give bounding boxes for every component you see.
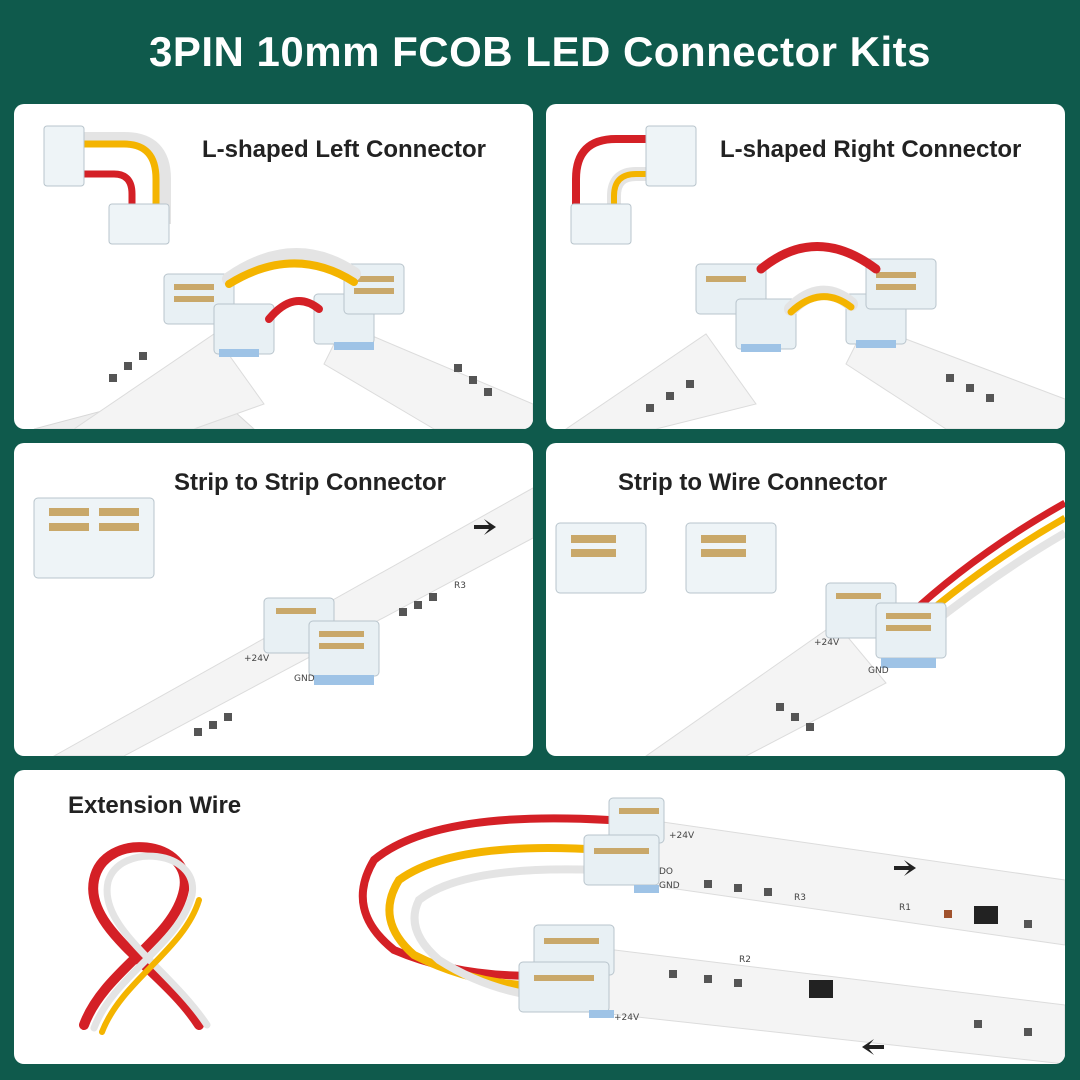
panel-strip-to-strip: +24V GND R3 Strip to Strip Connector — [14, 443, 533, 756]
strip-to-strip-illustration: +24V GND R3 — [33, 487, 533, 756]
strip-text-gnd: GND — [294, 674, 315, 684]
panel-l-shaped-left: L-shaped Left Connector — [14, 104, 533, 429]
panel-label: L-shaped Left Connector — [202, 136, 487, 163]
strip-text-do: DO — [659, 867, 673, 877]
panel-label: Strip to Wire Connector — [618, 469, 888, 496]
panel-label: Strip to Strip Connector — [174, 469, 446, 496]
strip-text-24v-bottom: +24V — [614, 1013, 640, 1023]
strip-text-r2: R2 — [739, 955, 751, 965]
l-right-illustration — [565, 125, 1065, 429]
strip-to-wire-illustration: +24V GND — [555, 499, 1065, 756]
panel-label: L-shaped Right Connector — [720, 136, 1022, 163]
strip-text-gnd: GND — [659, 881, 680, 891]
extension-wire-illustration: +24V GND DO R3 R1 R2 +24V — [79, 797, 1065, 1064]
panel-label: Extension Wire — [68, 792, 242, 819]
strip-text-24v: +24V — [814, 638, 840, 648]
l-left-illustration — [33, 125, 533, 429]
strip-text-r3: R3 — [794, 893, 806, 903]
panel-l-shaped-right: L-shaped Right Connector — [546, 104, 1065, 429]
strip-text-gnd: GND — [868, 666, 889, 676]
panel-strip-to-wire: +24V GND Strip to Wire Connector — [546, 443, 1065, 756]
strip-text-24v: +24V — [244, 654, 270, 664]
page-title: 3PIN 10mm FCOB LED Connector Kits — [149, 28, 931, 75]
strip-text-r1: R1 — [899, 903, 911, 913]
panel-extension-wire: +24V GND DO R3 R1 R2 +24V Extension Wire — [14, 770, 1065, 1064]
strip-text-r3: R3 — [454, 581, 466, 591]
strip-text-24v: +24V — [669, 831, 695, 841]
